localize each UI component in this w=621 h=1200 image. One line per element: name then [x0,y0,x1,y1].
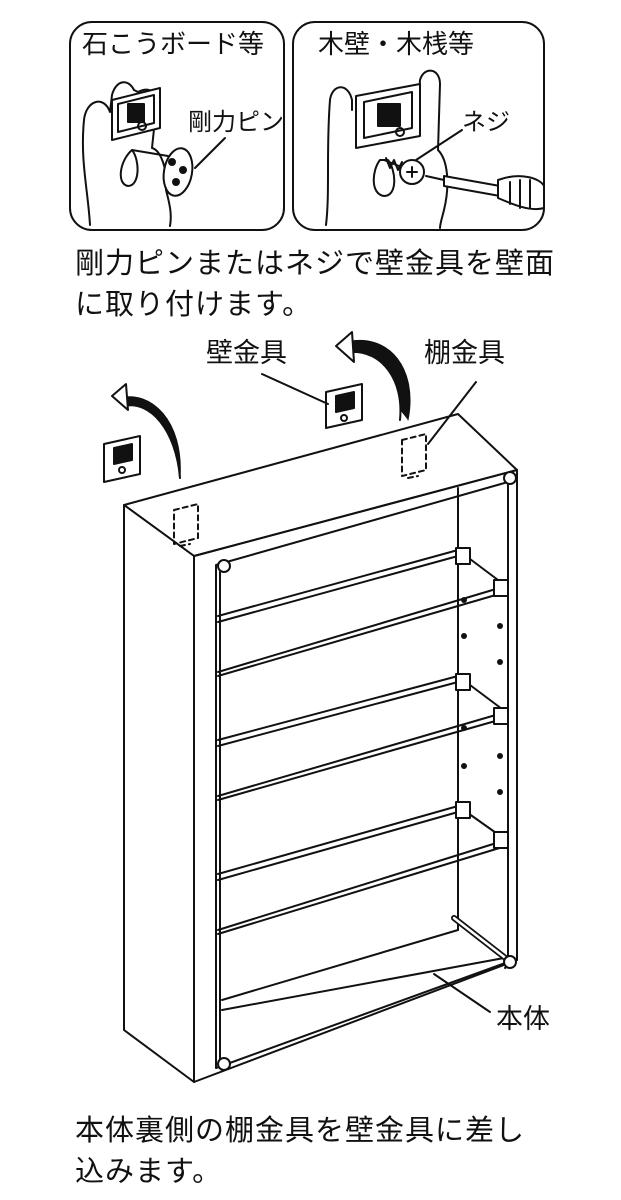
panel-title-wood: 木壁・木桟等 [318,30,475,60]
caption-top-line2: に取り付けます。 [75,287,313,322]
panel-title-gypsum: 石こうボード等 [82,30,265,60]
screwdriver-icon [425,175,545,210]
wall-bracket-icon-left [111,87,161,141]
screw-leader-line [415,129,463,161]
door-hinge-knobs [217,471,517,1071]
label-shelf-bracket: 棚金具 [424,338,505,369]
screw-icon-right [372,157,425,197]
panel-frame-right [292,21,545,231]
pin-icon-left [119,147,194,197]
shelf-supports [455,547,509,849]
wall-bracket-piece-left [103,435,141,483]
glass-shelf-2 [217,675,507,801]
wall-bracket-icon-right [355,83,421,149]
caption-top: 剛力ピンまたはネジで壁金具を壁面 に取り付けます。 [75,243,555,325]
caption-bottom-line2: 込みます。 [75,1154,223,1189]
wall-bracket-piece-right [325,383,363,429]
glass-shelf-1 [217,549,507,677]
label-body: 本体 [496,1004,550,1035]
body-leader [433,973,491,1013]
caption-bottom-line1: 本体裏側の棚金具を壁金具に差し [75,1113,526,1147]
insert-arrow-right [335,331,411,421]
insert-arrow-left [111,383,181,479]
glass-shelf-3 [217,805,507,935]
caption-top-line1: 剛力ピンまたはネジで壁金具を壁面 [75,246,556,280]
hand-icon-right [325,69,449,229]
panel-frame-left [69,21,285,231]
callout-gouriki-pin: 剛力ピン [188,108,284,136]
shelf-pin-holes [461,597,503,795]
caption-bottom: 本体裏側の棚金具を壁金具に差し 込みます。 [75,1110,525,1192]
pin-leader-line [194,137,226,169]
shelf-bracket-leader [427,381,477,445]
wall-bracket-leader [261,373,329,405]
cabinet-left-side [123,504,195,1083]
hidden-shelf-brackets [173,433,427,547]
callout-screw: ネジ [462,108,510,136]
label-wall-bracket: 壁金具 [206,338,287,369]
